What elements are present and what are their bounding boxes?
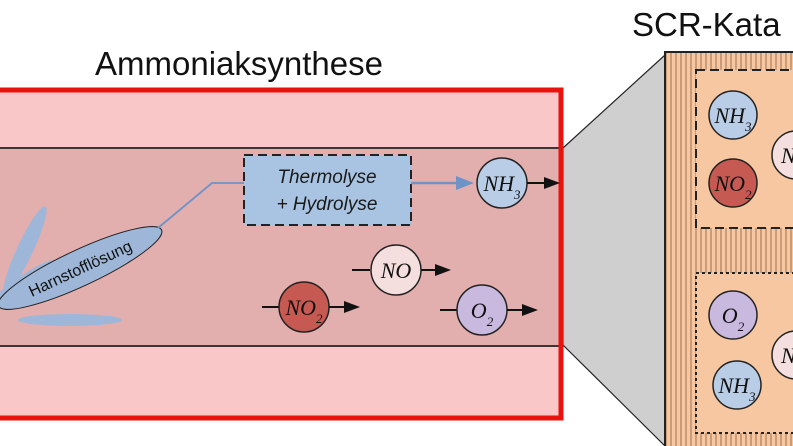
process-line1: Thermolyse [277, 167, 376, 188]
spray-connector [157, 182, 244, 229]
svg-text:NO2: NO2 [284, 295, 323, 326]
zoom-funnel [562, 53, 666, 446]
svg-text:NO: NO [380, 258, 412, 283]
svg-text:N: N [780, 343, 793, 368]
cat-nh3-bottom: NH3 [712, 360, 762, 410]
svg-text:NO2: NO2 [713, 171, 752, 202]
cat-nh3-top: NH3 [708, 90, 758, 140]
left-title: Ammoniaksynthese [95, 45, 383, 82]
cat-o2-bottom: O2 [708, 290, 758, 340]
cat-no-partial-top: N [771, 130, 793, 180]
cat-no-partial-bottom: N [771, 330, 793, 380]
spray-main-ellipse [0, 226, 163, 310]
process-line2: + Hydrolyse [277, 194, 378, 215]
svg-text:NH3: NH3 [713, 103, 752, 134]
scr-catalyst [664, 51, 793, 446]
nh3-molecule: NH3 [476, 157, 528, 209]
svg-text:N: N [780, 143, 793, 168]
process-box: Thermolyse + Hydrolyse [243, 154, 412, 226]
svg-text:NH3: NH3 [717, 373, 756, 404]
pipe-border [0, 87, 564, 421]
svg-text:O2: O2 [471, 298, 494, 329]
blue-arrowhead [456, 176, 474, 190]
no2-molecule: NO2 [278, 281, 330, 333]
cat-no2-top: NO2 [708, 158, 758, 208]
o2-molecule: O2 [456, 284, 508, 336]
svg-text:NH3: NH3 [482, 171, 521, 202]
no-molecule: NO [370, 244, 422, 296]
right-title: SCR-Kata [632, 6, 781, 43]
svg-text:O2: O2 [722, 303, 745, 334]
